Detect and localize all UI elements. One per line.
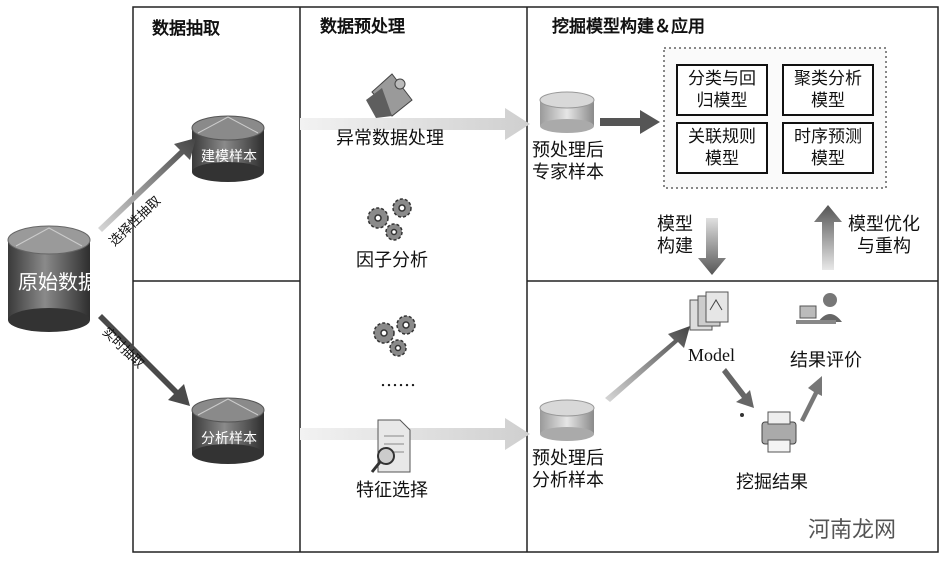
arrow-result-to-evaluation	[800, 376, 822, 422]
expert-sample-bottom-database-icon	[539, 399, 595, 441]
expert-sample-bottom-line1: 预处理后	[532, 448, 604, 469]
arrow-preprocess-top	[300, 108, 530, 140]
feature-selection-label: 特征选择	[356, 480, 428, 501]
mining-result-label: 挖掘结果	[736, 472, 808, 493]
clustering-line2: 模型	[811, 91, 845, 111]
header-model-build-apply: 挖掘模型构建＆应用	[552, 17, 705, 37]
analysis-sample-label: 分析样本	[201, 431, 257, 447]
arrow-to-models	[600, 110, 660, 134]
clustering-line1: 聚类分析	[794, 69, 862, 89]
frame	[132, 6, 939, 553]
classification-line1: 分类与回	[688, 69, 756, 89]
watermark: 河南龙网	[808, 518, 897, 543]
model-optimize-label: 模型优化 与重构	[836, 214, 932, 258]
source-data-label: 原始数据	[18, 270, 98, 294]
arrow-realtime-extract	[98, 314, 190, 406]
model-box-classification: 分类与回归模型	[676, 64, 768, 116]
factor-analysis-label: 因子分析	[356, 250, 428, 271]
model-sample-database-icon	[191, 115, 265, 182]
model-build-line2: 构建	[657, 236, 693, 257]
expert-sample-bottom-line2: 分析样本	[532, 470, 604, 491]
ellipsis-label: ……	[380, 370, 416, 391]
evaluation-label: 结果评价	[790, 350, 862, 371]
classification-line2: 归模型	[696, 91, 748, 111]
association-line2: 模型	[705, 149, 739, 169]
model-build-line1: 模型	[657, 214, 693, 235]
anomaly-processing-label: 异常数据处理	[336, 128, 444, 149]
arrow-select-extract	[98, 138, 196, 232]
arrow-model-build	[698, 218, 726, 275]
timeseries-line1: 时序预测	[794, 127, 862, 147]
model-optimize-line2: 与重构	[857, 236, 911, 257]
analysis-sample-database-icon	[191, 397, 265, 464]
feature-selection-icon	[370, 419, 411, 473]
expert-sample-top-database-icon	[539, 91, 595, 133]
expert-sample-top-line1: 预处理后	[532, 140, 604, 161]
arrow-preprocess-bottom	[300, 418, 530, 450]
model-optimize-line1: 模型优化	[848, 214, 920, 235]
mining-result-printer-icon	[740, 411, 797, 453]
arrow-sample-to-model	[605, 326, 690, 402]
evaluation-user-icon	[796, 293, 842, 324]
gears-icon-more	[373, 315, 416, 357]
expert-sample-top-label: 预处理后 专家样本	[528, 140, 608, 184]
association-line1: 关联规则	[688, 127, 756, 147]
model-sample-label: 建模样本	[201, 149, 257, 165]
model-box-clustering: 聚类分析模型	[782, 64, 874, 116]
arrow-model-optimize	[814, 205, 842, 270]
model-box-timeseries: 时序预测模型	[782, 122, 874, 174]
gears-icon-factor	[367, 198, 412, 241]
model-label: Model	[688, 345, 735, 365]
source-database-icon	[7, 225, 91, 332]
model-build-label: 模型 构建	[648, 214, 702, 258]
arrow-model-to-result	[722, 368, 754, 408]
expert-sample-bottom-label: 预处理后 分析样本	[528, 448, 608, 492]
header-data-extraction: 数据抽取	[152, 19, 220, 39]
anomaly-tool-icon	[366, 73, 413, 118]
header-data-preprocessing: 数据预处理	[320, 17, 405, 37]
timeseries-line2: 模型	[811, 149, 845, 169]
expert-sample-top-line2: 专家样本	[532, 162, 604, 183]
model-documents-icon	[689, 291, 729, 331]
model-box-association: 关联规则模型	[676, 122, 768, 174]
